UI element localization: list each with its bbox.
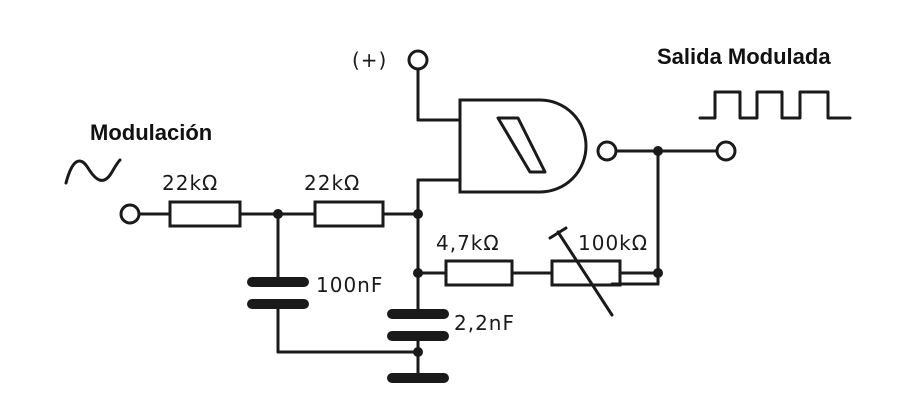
pot-label: 100kΩ xyxy=(578,231,648,255)
square-wave-icon xyxy=(698,90,852,120)
input-terminal[interactable] xyxy=(119,203,141,225)
resistor-r2 xyxy=(313,200,385,228)
output-terminal[interactable] xyxy=(715,140,737,162)
pot-wiper-arrow xyxy=(556,230,614,317)
supply-terminal[interactable] xyxy=(407,49,429,71)
schmitt-nand-gate-icon xyxy=(458,98,588,194)
feedback-junction xyxy=(653,268,663,278)
c2-label: 2,2nF xyxy=(454,311,515,335)
resistor-r3 xyxy=(444,259,514,287)
output-title: Salida Modulada xyxy=(657,44,831,69)
resistor-r1 xyxy=(168,200,242,228)
pot-wiper-tick xyxy=(548,226,568,240)
r1-label: 22kΩ xyxy=(162,171,218,195)
sine-wave-icon xyxy=(64,158,122,185)
r2-label: 22kΩ xyxy=(304,171,360,195)
ground-junction xyxy=(413,347,423,357)
schmitt-trigger-symbol xyxy=(496,116,547,174)
c1-label: 100nF xyxy=(316,273,383,297)
supply-label: (+) xyxy=(352,48,387,72)
gate-inverter-bubble xyxy=(596,140,618,162)
r3-label: 4,7kΩ xyxy=(436,231,500,255)
input-title: Modulación xyxy=(90,120,212,145)
